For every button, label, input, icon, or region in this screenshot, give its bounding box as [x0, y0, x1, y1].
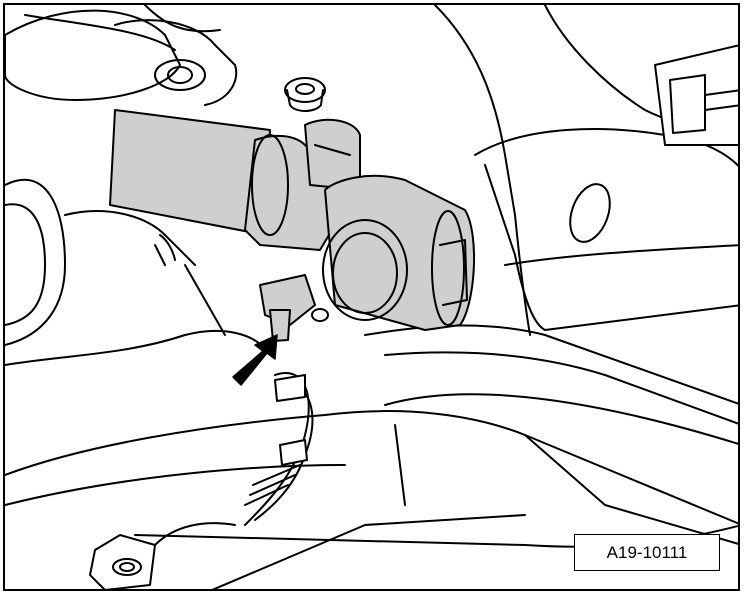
upper-left-bracket	[5, 5, 238, 106]
hose-clamp	[244, 372, 314, 526]
highlighted-part-outline	[251, 134, 468, 326]
lower-bracket	[89, 522, 236, 589]
mounting-bolt	[284, 77, 326, 112]
left-hose	[5, 178, 266, 366]
highlighted-part	[109, 109, 476, 342]
illustration-frame: A19-10111	[3, 3, 740, 591]
steering-column-housing	[434, 5, 738, 336]
line-drawing	[5, 5, 738, 589]
figure-reference-label: A19-10111	[574, 534, 720, 571]
pointer-arrow	[232, 334, 278, 386]
